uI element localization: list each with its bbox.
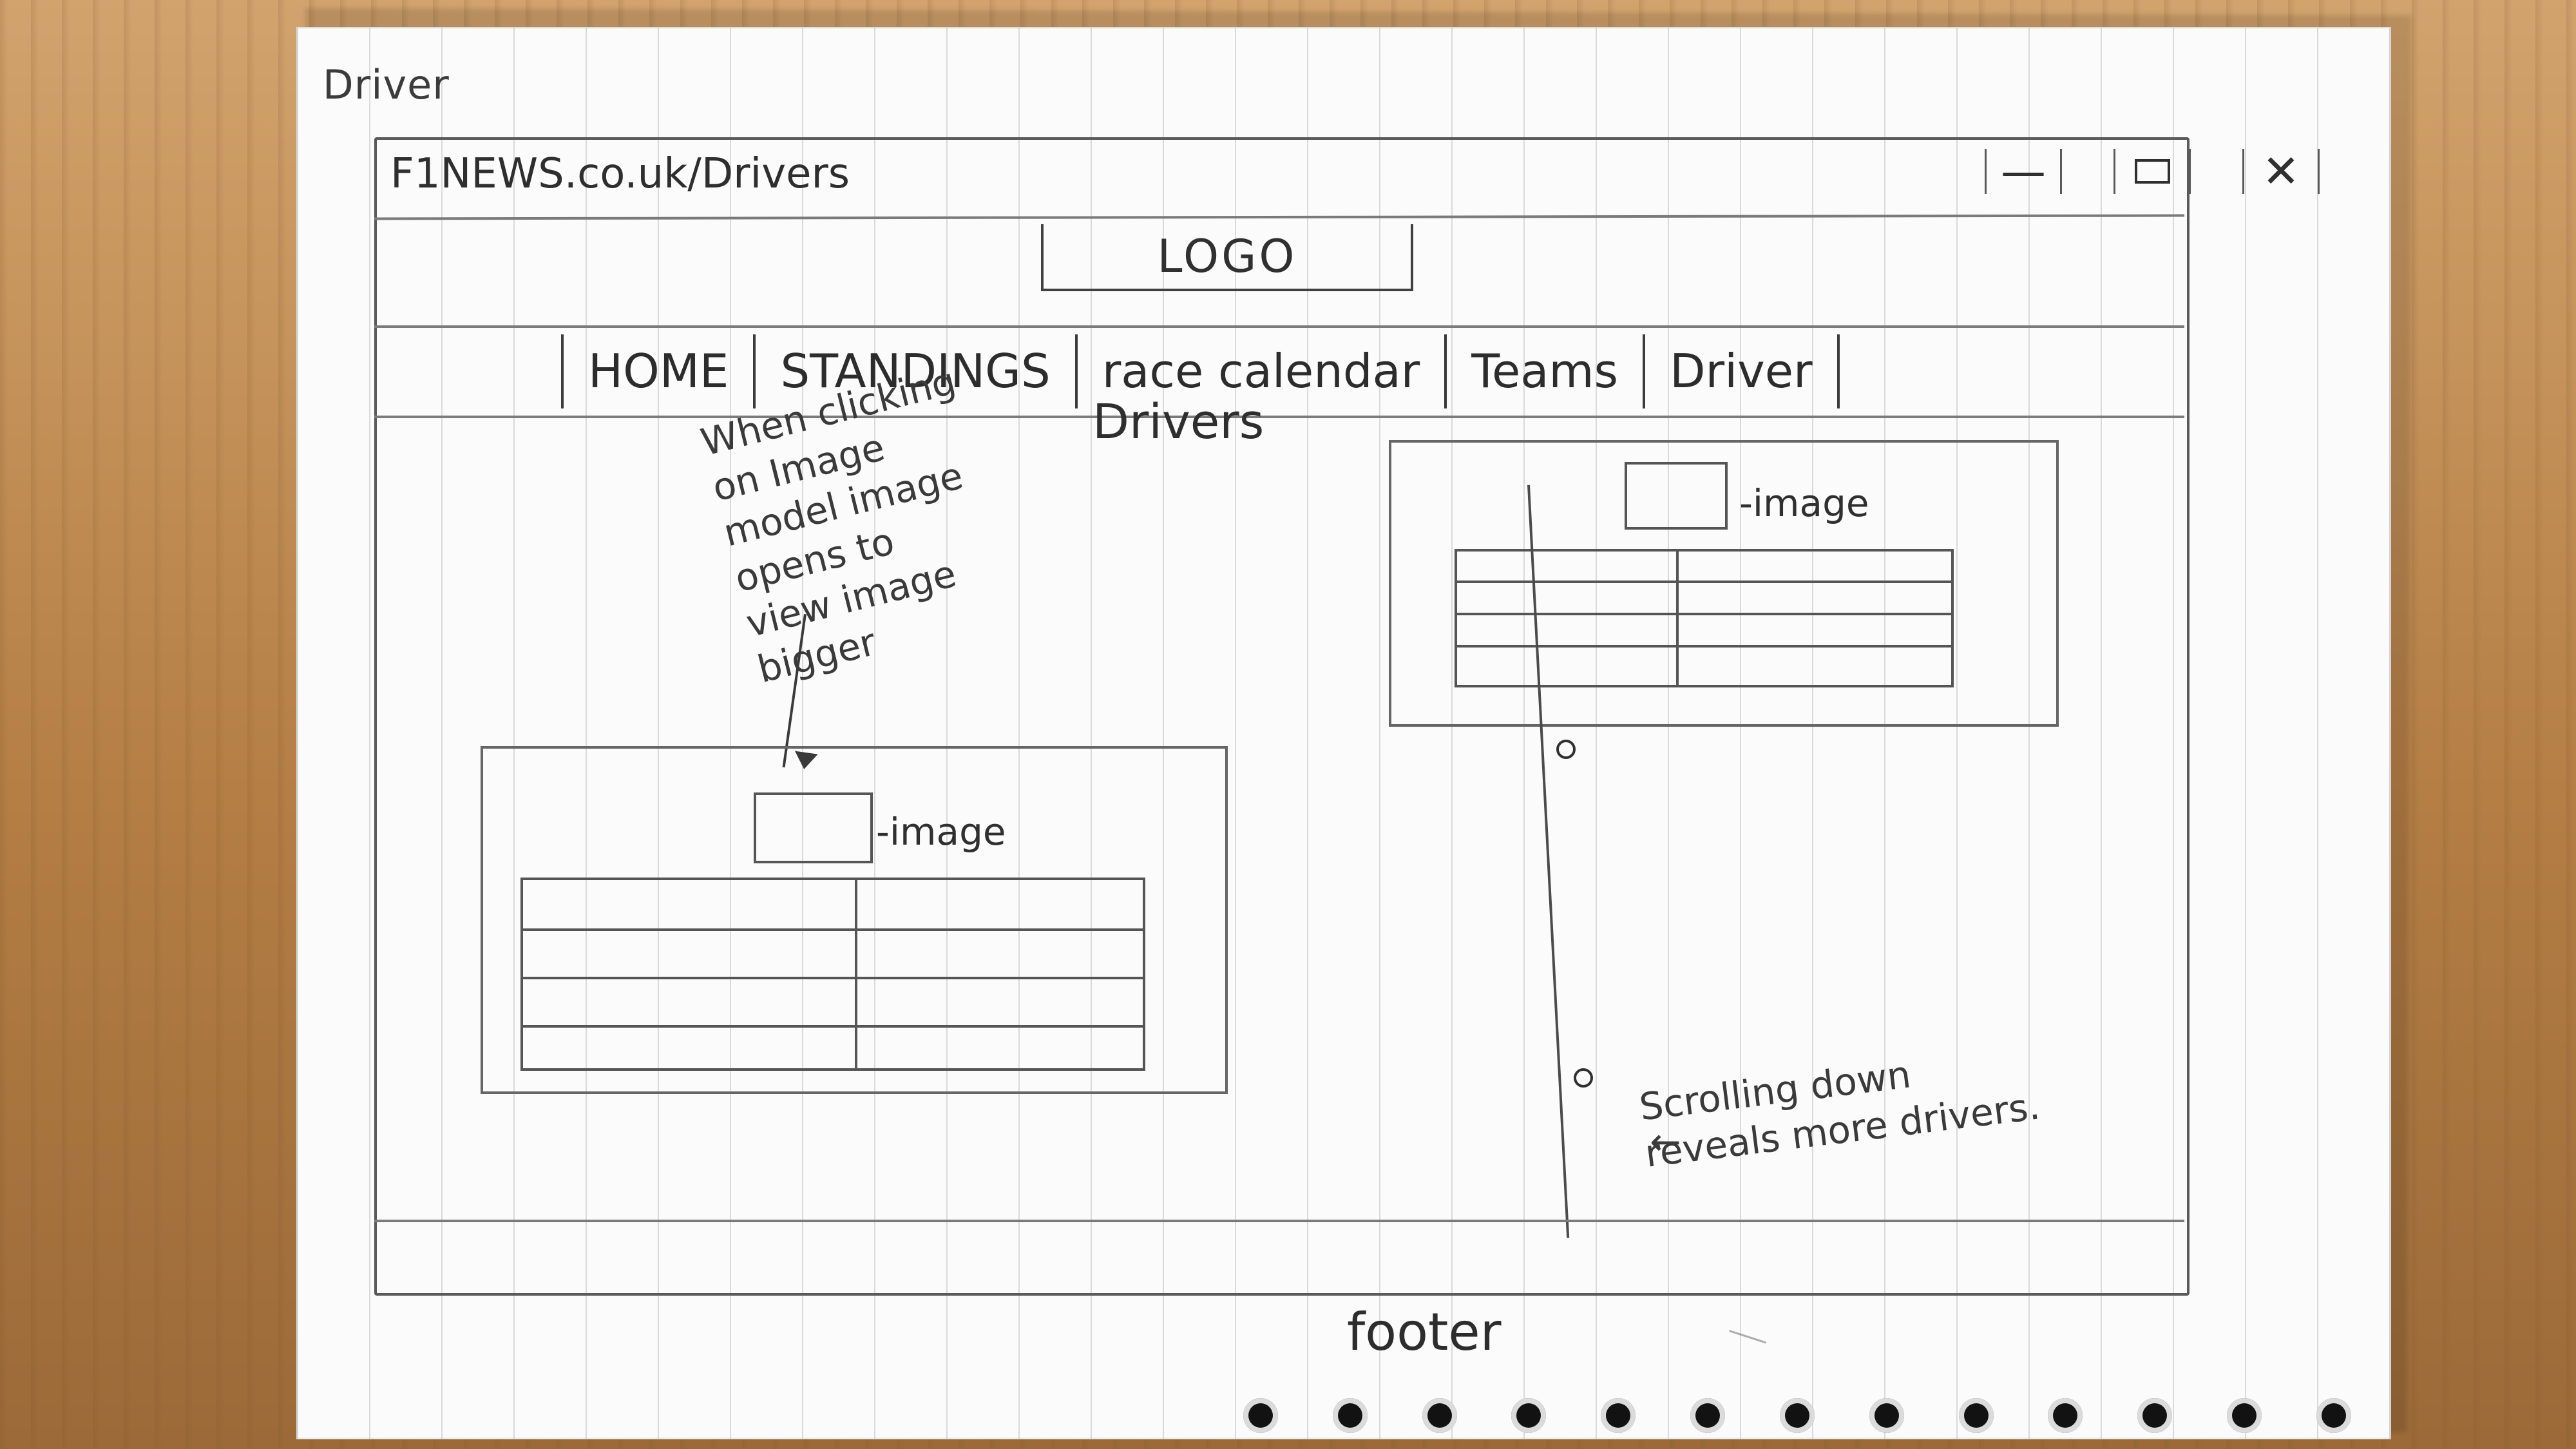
address-bar-text[interactable]: F1NEWS.co.uk/Drivers [390,150,850,198]
minimize-button[interactable]: — [1985,149,2062,194]
spiral-binding [1243,1398,2351,1443]
page-title: Drivers [1092,394,1264,450]
binding-ring [1779,1398,1815,1433]
driver-card-right: -image [1389,440,2059,727]
image-label-right: -image [1739,481,1869,525]
nav-top-divider [374,325,2184,328]
sketch-paper: Driver F1NEWS.co.uk/Drivers — ✕ LOGO HOM… [296,27,2391,1439]
table-column-divider-right [1676,552,1679,685]
window-controls: — ✕ [1985,144,2320,199]
stray-pencil-mark [1726,1330,1767,1352]
main-nav: HOME STANDINGS race calendar Teams Drive… [561,323,2017,419]
driver-table-right [1455,549,1954,687]
driver-image-thumbnail-left[interactable] [754,792,873,863]
binding-ring [1511,1398,1547,1433]
footer-label: footer [1347,1302,1502,1362]
nav-bottom-divider [374,416,2184,418]
binding-ring [1243,1398,1278,1433]
logo-box: LOGO [1041,224,1413,291]
binding-ring [2137,1398,2173,1433]
binding-ring [2316,1398,2351,1433]
driver-card-left: -image [481,746,1228,1094]
binding-ring [1958,1398,1994,1433]
scroll-handle-bottom[interactable] [1574,1068,1593,1088]
table-row-line-left-2 [523,977,1143,979]
close-icon: ✕ [2262,145,2300,198]
table-row-line-right-3 [1457,645,1951,648]
nav-home[interactable]: HOME [561,334,753,408]
browser-window-frame [374,137,2190,1296]
binding-ring [1869,1398,1904,1433]
binding-ring [2227,1398,2262,1433]
table-row-line-left-3 [523,1025,1143,1028]
close-button[interactable]: ✕ [2242,149,2320,194]
table-row-line-left-1 [523,928,1143,931]
binding-ring [1690,1398,1726,1433]
table-column-divider-left [855,880,857,1068]
binding-ring [1332,1398,1368,1433]
binding-ring [2048,1398,2083,1433]
binding-ring [1601,1398,1636,1433]
binding-ring [1422,1398,1457,1433]
table-row-line-right-1 [1457,581,1951,583]
driver-image-thumbnail-right[interactable] [1625,462,1728,530]
maximize-button[interactable] [2113,149,2191,194]
nav-driver[interactable]: Driver [1643,334,1840,408]
nav-standings[interactable]: STANDINGS [753,334,1074,408]
minimize-icon: — [2001,145,2046,198]
nav-teams[interactable]: Teams [1444,334,1643,408]
driver-table-left [520,878,1145,1071]
table-row-line-right-2 [1457,613,1951,615]
footer-divider [374,1220,2184,1222]
nav-race-calendar[interactable]: race calendar [1074,334,1445,408]
scroll-handle-top[interactable] [1556,740,1576,759]
image-label-left: -image [876,810,1006,854]
scroll-annotation-arrow: ← [1650,1120,1681,1164]
maximize-icon [2134,159,2170,184]
page-label: Driver [323,61,450,108]
logo-text: LOGO [1157,230,1297,283]
